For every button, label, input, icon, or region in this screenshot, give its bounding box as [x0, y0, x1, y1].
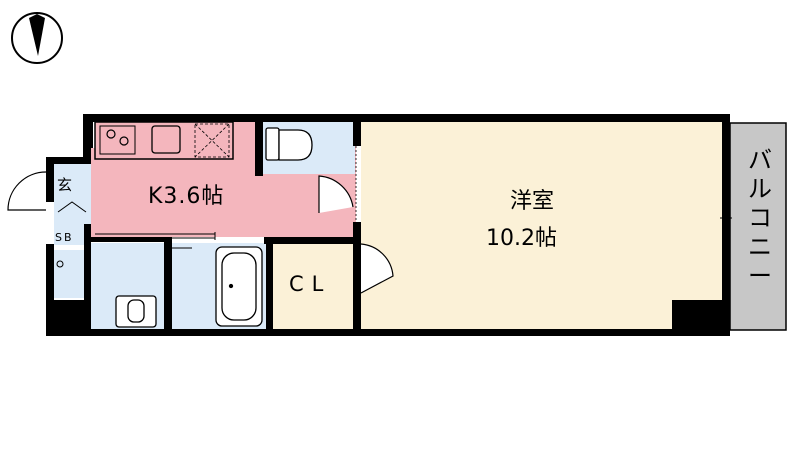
door-swing-icon [360, 243, 394, 294]
door-swing-icon [7, 171, 47, 211]
washbasin-icon [115, 295, 157, 328]
western-room-label: 洋室 [510, 189, 555, 214]
kitchen-label: K3.6帖 [148, 184, 225, 209]
bathtub-icon [215, 246, 263, 327]
sink-icon [151, 125, 181, 154]
balcony-char: ニ [748, 233, 772, 261]
balcony-char: コ [748, 204, 772, 232]
kitchen-counter [94, 121, 234, 160]
refrigerator-space-icon [194, 123, 230, 158]
drain-icon [56, 260, 64, 268]
balcony-char: バ [748, 146, 772, 174]
entrance-label: 玄 [57, 176, 73, 194]
shoe-box-label: SB [55, 231, 74, 244]
western-room-area [361, 121, 724, 329]
balcony-label: バ ル コ ニ ー [740, 146, 780, 291]
stove-icon [106, 129, 129, 146]
door-swing-icon [318, 175, 354, 213]
western-room-area-label: 10.2帖 [486, 226, 557, 251]
closet-area [272, 243, 357, 329]
balcony-area [729, 122, 787, 331]
compass-icon [11, 12, 63, 64]
shoe-box-hatch [57, 201, 87, 213]
window [720, 165, 732, 280]
balcony-char: ー [748, 262, 772, 290]
closet-label: CL [289, 272, 332, 296]
sliding-door-rail [95, 232, 216, 240]
toilet-icon [265, 127, 313, 161]
balcony-char: ル [748, 175, 772, 203]
